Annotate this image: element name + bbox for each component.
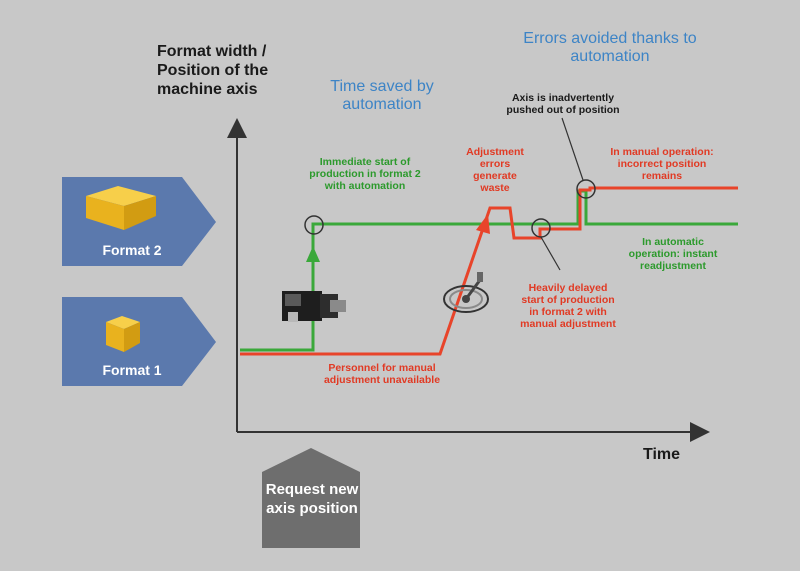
annotation-adjustment-errors: Adjustment errors generate waste — [466, 146, 524, 194]
leader-delayed — [540, 236, 561, 271]
format1-panel — [62, 297, 216, 386]
leader-axis-pushed — [561, 117, 584, 181]
handwheel-icon — [443, 272, 489, 313]
errors-avoided-heading: Errors avoided thanks to automation — [523, 30, 697, 65]
y-axis-label: Format width / Position of the machine a… — [157, 43, 269, 98]
annotation-personnel-unavailable: Personnel for manual adjustment unavaila… — [323, 362, 441, 386]
format1-box-icon — [106, 316, 140, 352]
format1-label: Format 1 — [102, 362, 162, 378]
marker-circle-axis-pushed — [576, 179, 596, 199]
request-box-label: Request new axis position — [265, 481, 359, 517]
request-box — [262, 448, 360, 548]
annotation-immediate-start: Immediate start of production in format … — [309, 156, 421, 192]
annotation-manual-incorrect: In manual operation: incorrect position … — [610, 146, 714, 182]
red-up-arrow — [476, 214, 490, 234]
annotation-axis-pushed: Axis is inadvertently pushed out of posi… — [506, 92, 620, 116]
automatic-series-line — [240, 189, 738, 352]
format2-label: Format 2 — [102, 242, 162, 258]
x-axis-label: Time — [643, 446, 681, 463]
time-saved-heading: Time saved by automation — [330, 78, 434, 113]
servo-drive-icon — [282, 291, 346, 322]
annotation-heavily-delayed: Heavily delayed start of production in f… — [520, 282, 616, 330]
format2-panel — [62, 177, 216, 266]
marker-circle-automation-start — [304, 215, 324, 235]
manual-series-line — [240, 186, 738, 356]
green-up-arrow — [306, 246, 320, 262]
annotation-auto-instant: In automatic operation: instant readjust… — [628, 236, 718, 272]
format2-box-icon — [86, 186, 156, 230]
